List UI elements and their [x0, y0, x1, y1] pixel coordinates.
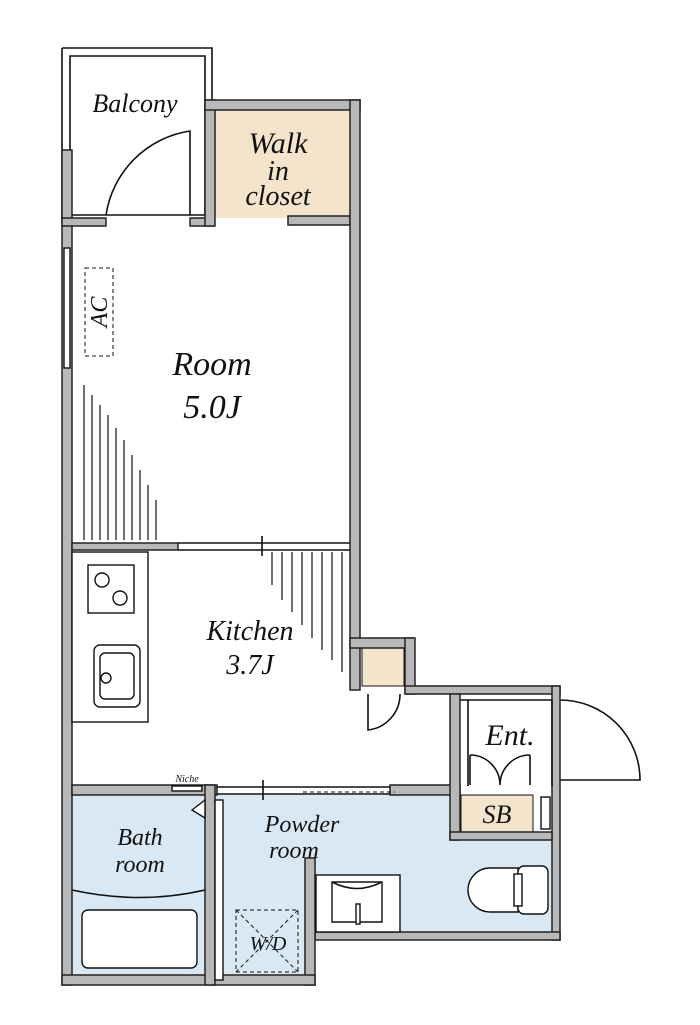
entrance-label: Ent. [484, 719, 534, 752]
walk-in-closet-area [214, 110, 351, 218]
shoe-box-area [460, 794, 534, 833]
sliding-door-powder[interactable] [217, 780, 390, 800]
bath-label-2: room [115, 852, 165, 878]
storage-door[interactable] [367, 693, 401, 731]
ac-label: AC [87, 296, 113, 330]
walls [61, 99, 561, 986]
entrance-frame [460, 699, 553, 786]
stove-icon [87, 564, 135, 614]
bath-vent [190, 798, 206, 820]
shoe-box-label: SB [483, 800, 512, 829]
bath-label-1: Bath [117, 825, 162, 851]
kitchen-counter [71, 551, 149, 723]
window-left [63, 247, 71, 369]
storage-area [361, 647, 405, 687]
vanity-sink-icon [315, 874, 401, 933]
powder-label-1: Powder [264, 812, 340, 838]
washer-label: W/D [250, 933, 287, 955]
niche [171, 785, 203, 792]
balcony-label: Balcony [92, 89, 178, 118]
kitchen-label: Kitchen [205, 616, 293, 647]
powder-label-2: room [269, 838, 319, 864]
ac-unit [84, 267, 114, 357]
shoe-cabinet-doors[interactable] [469, 754, 531, 786]
bath-door[interactable] [214, 799, 224, 981]
balcony-door[interactable] [105, 130, 191, 216]
niche-label: Niche [174, 774, 199, 785]
room-size: 5.0J [183, 389, 243, 426]
sliding-door-room-kitchen[interactable] [178, 536, 350, 556]
closet-label-3: closet [245, 181, 312, 212]
washer-space [235, 909, 299, 973]
toilet-icon [467, 865, 549, 915]
room-label: Room [171, 346, 251, 383]
closet-label-1: Walk [249, 127, 309, 160]
entrance-door[interactable] [559, 699, 641, 781]
closet-label-2: in [267, 156, 289, 187]
closet-hatch [83, 385, 343, 672]
bath-partition [71, 889, 206, 899]
kitchen-size: 3.7J [225, 650, 275, 681]
meter-box [540, 796, 551, 830]
bathtub-icon [81, 909, 198, 969]
